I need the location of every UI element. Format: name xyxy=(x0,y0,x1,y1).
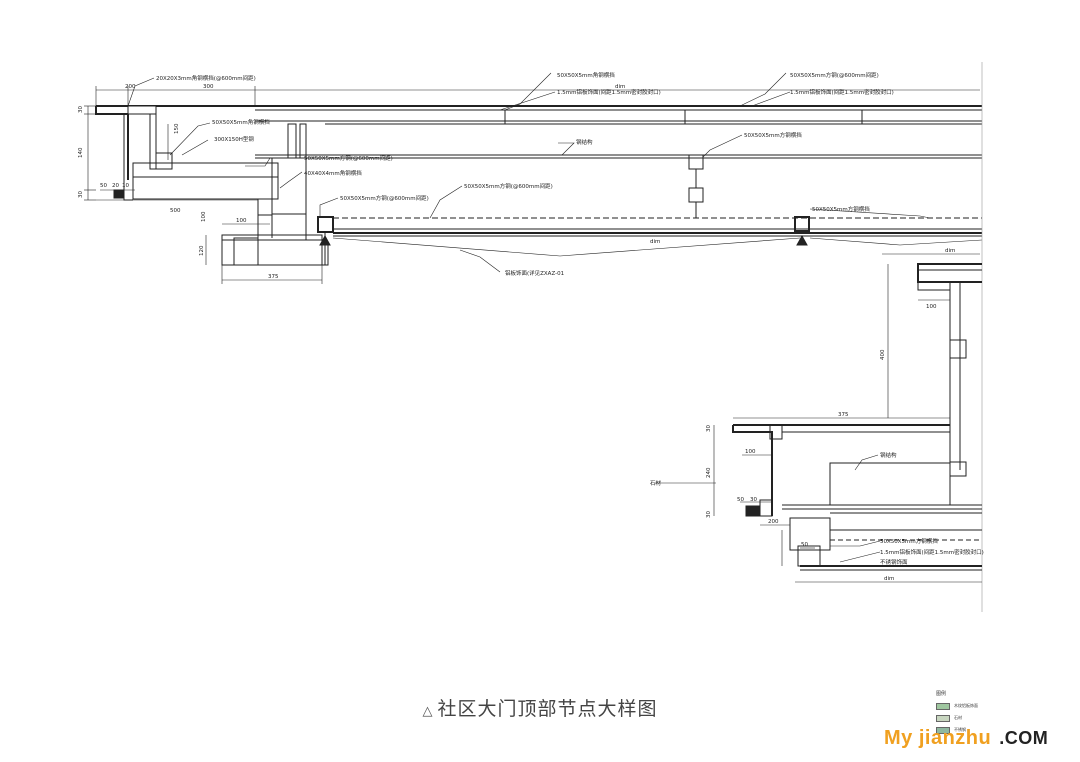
dim-200: 200 xyxy=(125,84,136,90)
annotation-1: 20X20X3mm角钢横挡(@600mm间距) xyxy=(156,74,256,82)
annotation-15: 铝板饰面(详见ZXAZ-01 xyxy=(505,269,564,277)
top-studs xyxy=(504,110,863,218)
left-lower-step xyxy=(221,214,334,266)
site-watermark: My jianzhu .COM xyxy=(884,727,1048,750)
dim-50a: 50 xyxy=(100,183,107,189)
annotation-6: 1.5mm铝板饰面(间距1.5mm密封胶封口) xyxy=(790,88,894,96)
caption-triangle-icon: △ xyxy=(422,704,434,719)
dim-300: 300 xyxy=(203,84,214,90)
dim-30b: 30 xyxy=(78,191,84,198)
annotation-16: 钢结构 xyxy=(880,451,897,459)
dim-top: dim xyxy=(615,84,625,90)
annotation-19: 不锈钢饰面 xyxy=(880,558,908,566)
legend-item: 石材 xyxy=(936,712,996,724)
annotation-20: 石材 xyxy=(650,479,662,487)
annotation-10: 50X50X5mm方钢(@600mm间距) xyxy=(304,154,393,162)
annotation-13: 50X50X5mm方钢(@600mm间距) xyxy=(464,182,553,190)
dim-bottom: dim xyxy=(650,239,660,245)
dim-30d: 30 xyxy=(750,497,757,503)
right-lower-stack xyxy=(732,424,982,571)
watermark-main: My jianzhu xyxy=(884,727,992,749)
dim-right-2: dim xyxy=(945,248,955,254)
dim-140: 140 xyxy=(78,147,84,158)
left-top-cap xyxy=(95,105,255,190)
dim-500: 500 xyxy=(170,208,181,214)
caption-text: 社区大门顶部节点大样图 xyxy=(437,698,658,720)
annotation-8: 钢结构 xyxy=(576,138,593,146)
annotation-12: 50X50X5mm方钢(@600mm间距) xyxy=(340,194,429,202)
dim-375a: 375 xyxy=(268,274,279,280)
annotation-17: 50X50X5mm方钢横挡 xyxy=(880,537,938,545)
dim-right: dim xyxy=(884,576,894,582)
legend-swatch xyxy=(936,714,950,722)
annotation-18: 1.5mm铝板饰面(间距1.5mm密封胶封口) xyxy=(880,548,984,556)
left-body xyxy=(113,123,307,216)
dim-20: 20 xyxy=(112,183,119,189)
annotation-3: 50X50X5mm角钢横挡 xyxy=(557,71,615,79)
bottom-ceiling-panel xyxy=(319,216,982,246)
dim-100c: 100 xyxy=(926,304,937,310)
annotation-7: 300X150H型钢 xyxy=(214,135,254,143)
dim-200b: 200 xyxy=(768,519,779,525)
annotation-14: 50X50X5mm方钢横挡 xyxy=(812,205,870,213)
right-upper-cap xyxy=(917,263,982,477)
dimension-labels: 200 300 30 150 140 30 50 20 10 500 100 1… xyxy=(78,84,955,582)
legend-label: 不锈钢 xyxy=(954,727,966,732)
legend-title: 图例 xyxy=(936,691,947,697)
legend-swatch xyxy=(936,702,950,710)
annotation-2: 50X50X5mm角钢横挡 xyxy=(212,118,270,126)
annotation-4: 1.5mm铝板饰面(间距1.5mm密封胶封口) xyxy=(557,88,661,96)
top-cladding-panel xyxy=(255,105,982,159)
dimension-lines xyxy=(84,86,982,583)
ceiling-sag-lines xyxy=(332,237,983,257)
dim-400: 400 xyxy=(880,349,886,360)
dim-120: 120 xyxy=(199,245,205,256)
watermark-suffix: .COM xyxy=(999,728,1049,748)
legend-swatch xyxy=(936,726,950,734)
dim-100b: 100 xyxy=(236,218,247,224)
drawing-caption: △社区大门顶部节点大样图 xyxy=(0,694,1080,721)
dim-30c: 30 xyxy=(706,425,712,432)
legend-label: 石材 xyxy=(954,715,962,720)
annotation-11: 40X40X4mm角钢横挡 xyxy=(304,169,362,177)
legend-item: 木纹铝板饰面 xyxy=(936,700,996,712)
dim-100d: 100 xyxy=(745,449,756,455)
annotation-9: 50X50X5mm方钢横挡 xyxy=(744,131,802,139)
dim-30a: 30 xyxy=(78,106,84,113)
material-legend: 图例 木纹铝板饰面 石材 不锈钢 xyxy=(936,690,996,736)
dim-30e: 30 xyxy=(706,511,712,518)
dim-375b: 375 xyxy=(838,412,849,418)
dim-50c: 50 xyxy=(801,542,808,548)
dim-100a: 100 xyxy=(201,211,207,222)
legend-item: 不锈钢 xyxy=(936,724,996,736)
leader-lines xyxy=(127,72,931,563)
dim-50b: 50 xyxy=(737,497,744,503)
dim-150: 150 xyxy=(174,123,180,134)
annotation-5: 50X50X5mm方钢(@600mm间距) xyxy=(790,71,879,79)
dim-240: 240 xyxy=(706,467,712,478)
legend-label: 木纹铝板饰面 xyxy=(954,703,978,708)
annotation-labels: 20X20X3mm角钢横挡(@600mm间距) 50X50X5mm角钢横挡 50… xyxy=(156,71,984,566)
dim-10: 10 xyxy=(122,183,129,189)
